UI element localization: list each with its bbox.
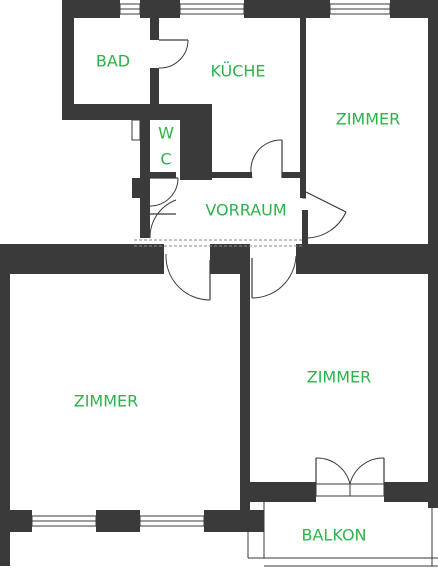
wall-e-bottom-a bbox=[244, 482, 316, 502]
wall-kitchen-bottom bbox=[200, 172, 252, 178]
window-zimmer-w-1 bbox=[31, 515, 97, 527]
wall-top-left bbox=[62, 0, 120, 18]
door-entrance bbox=[305, 191, 347, 239]
wall-wc-right bbox=[180, 104, 212, 180]
door-bad bbox=[158, 39, 189, 69]
door-balkon bbox=[315, 457, 385, 497]
wall-w-bottom-a bbox=[0, 510, 32, 532]
wall-right-upper bbox=[428, 0, 438, 268]
room-label-kueche: KÜCHE bbox=[210, 62, 265, 81]
window-zimmer-ne bbox=[329, 3, 391, 15]
wall-w-left bbox=[0, 244, 10, 566]
wall-ne-left-low bbox=[302, 210, 308, 270]
room-label-balkon: BALKON bbox=[301, 526, 366, 545]
wall-kitchen-bottom2 bbox=[282, 172, 306, 178]
room-labels: BAD KÜCHE ZIMMER W C VORRAUM ZIMMER ZIMM… bbox=[74, 52, 401, 545]
wall-e-top bbox=[296, 244, 438, 274]
doors bbox=[149, 39, 385, 497]
room-label-zimmer-ne: ZIMMER bbox=[336, 110, 401, 129]
wall-top-right bbox=[390, 0, 438, 18]
room-label-wc-w: W bbox=[158, 124, 174, 143]
room-label-vorraum: VORRAUM bbox=[205, 201, 286, 220]
room-label-bad: BAD bbox=[96, 52, 130, 71]
door-vorraum-left bbox=[149, 199, 177, 239]
window-wc bbox=[131, 119, 141, 141]
wall-left-upper bbox=[62, 0, 74, 118]
windows bbox=[31, 3, 391, 527]
door-wc bbox=[149, 177, 179, 215]
wall-wc-bottom bbox=[140, 172, 176, 178]
wall-w-right bbox=[240, 244, 250, 532]
wall-wc-left bbox=[140, 104, 150, 180]
room-label-zimmer-w: ZIMMER bbox=[74, 392, 139, 411]
wall-bath-bottom bbox=[62, 104, 212, 120]
window-bad bbox=[119, 3, 141, 15]
wall-top-mid bbox=[140, 0, 180, 18]
door-zimmer-w bbox=[165, 253, 211, 301]
wall-bath-kitchen bbox=[150, 18, 159, 40]
balcony-outline bbox=[247, 502, 438, 567]
wall-kitchen-right bbox=[300, 18, 306, 198]
wall-e-right bbox=[428, 244, 438, 508]
corridor-threshold bbox=[134, 197, 306, 247]
wall-w-top bbox=[0, 244, 164, 274]
wall-vorraum-left bbox=[140, 178, 150, 238]
wall-e-bottom-b bbox=[384, 482, 438, 502]
door-zimmer-se bbox=[251, 255, 297, 299]
wall-w-bottom-c bbox=[204, 510, 264, 532]
window-zimmer-w-2 bbox=[139, 515, 205, 527]
window-kueche bbox=[179, 3, 245, 15]
door-kueche bbox=[250, 139, 283, 179]
room-label-wc-c: C bbox=[160, 150, 171, 169]
wall-bath-kitchen-low bbox=[150, 68, 159, 118]
wall-w-bottom-b bbox=[96, 510, 140, 532]
wall-top-mid2 bbox=[244, 0, 330, 18]
room-label-zimmer-se: ZIMMER bbox=[307, 368, 372, 387]
